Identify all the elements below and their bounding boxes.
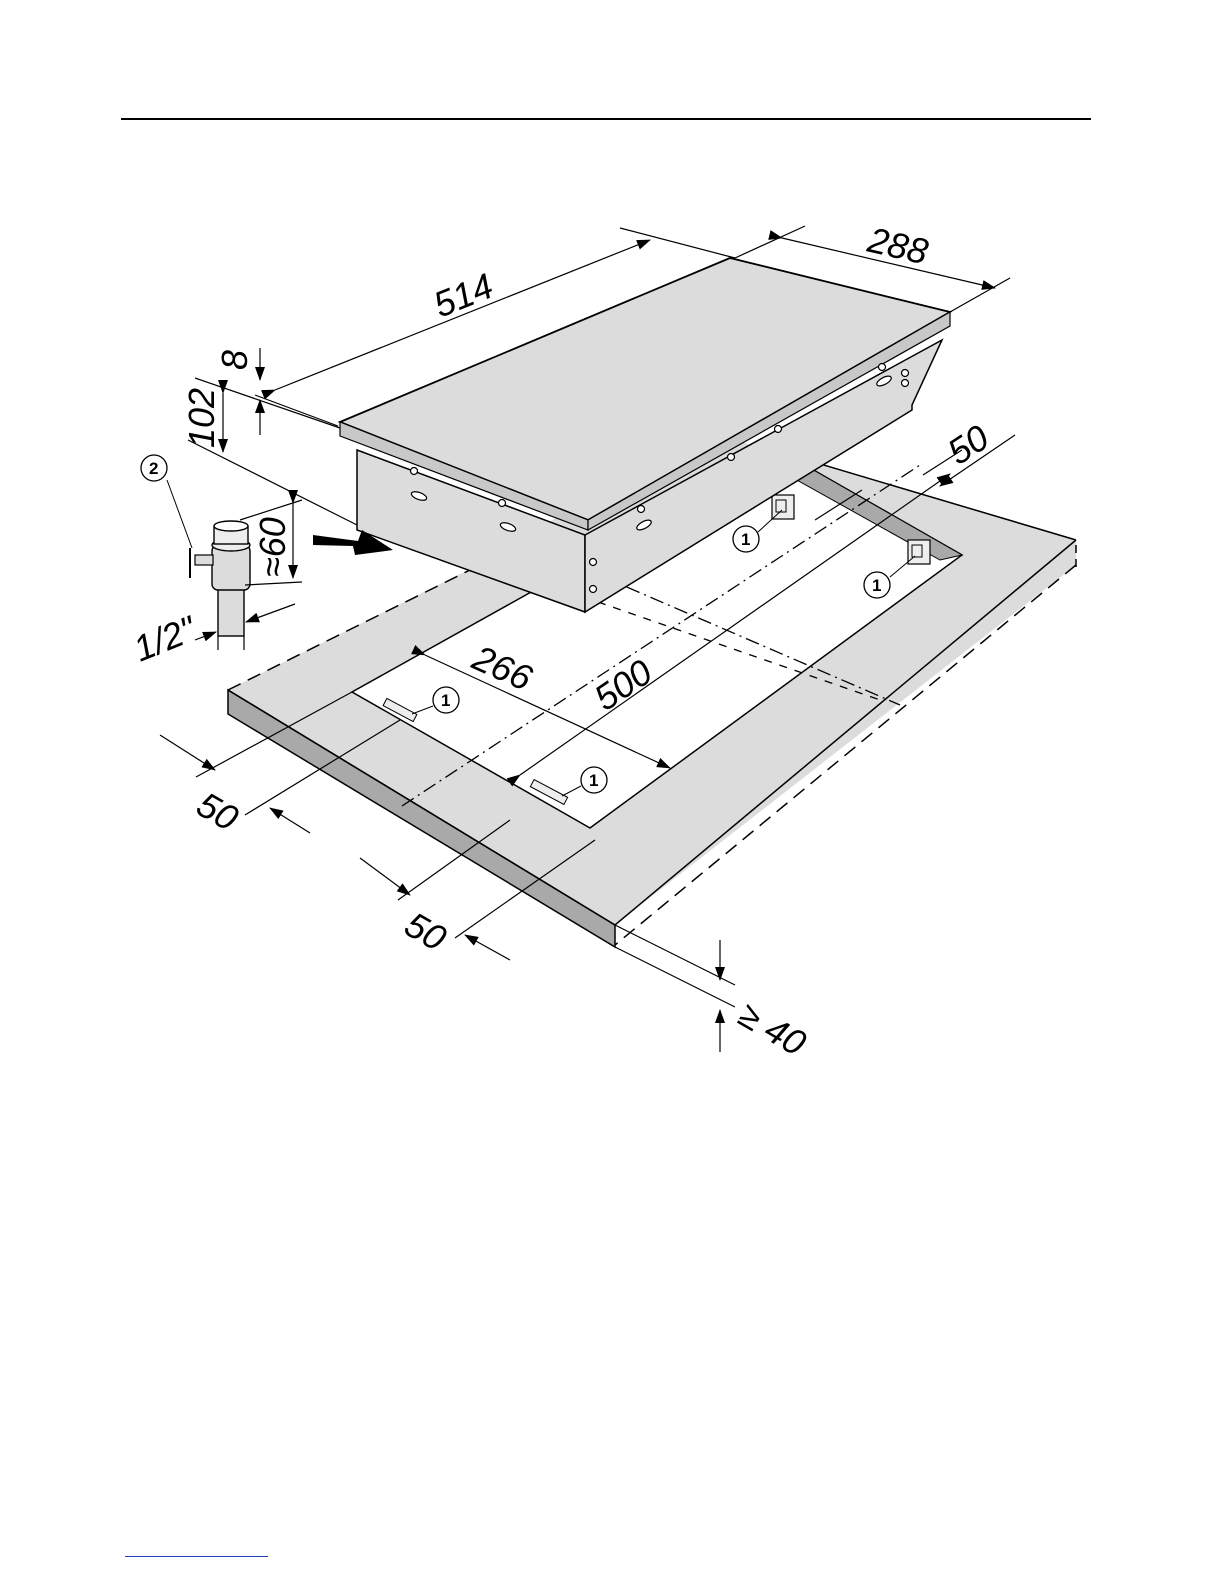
callout-1-label: 1 (441, 691, 450, 710)
dim-40: ≥ 40 (732, 993, 813, 1063)
dim-514: 514 (428, 265, 499, 326)
clamp-icon (772, 495, 794, 519)
dim-50-front: 50 (398, 903, 453, 959)
dim-102: 102 (181, 388, 222, 448)
callout-2-label: 2 (149, 459, 158, 478)
callout-1-label: 1 (589, 771, 598, 790)
gas-valve-tap (195, 555, 213, 565)
dim-50-left: 50 (190, 783, 245, 839)
dim-288: 288 (863, 219, 932, 273)
gas-pipe (218, 588, 244, 636)
callout-1-label: 1 (872, 576, 881, 595)
clamp-icon (908, 540, 930, 564)
dim-half-inch: 1/2" (128, 607, 204, 669)
dim-60: ≈60 (252, 517, 293, 577)
footer-link[interactable] (125, 1556, 268, 1557)
dim-8: 8 (214, 350, 255, 370)
dim-50-right: 50 (940, 417, 996, 473)
callout-1-label: 1 (741, 530, 750, 549)
